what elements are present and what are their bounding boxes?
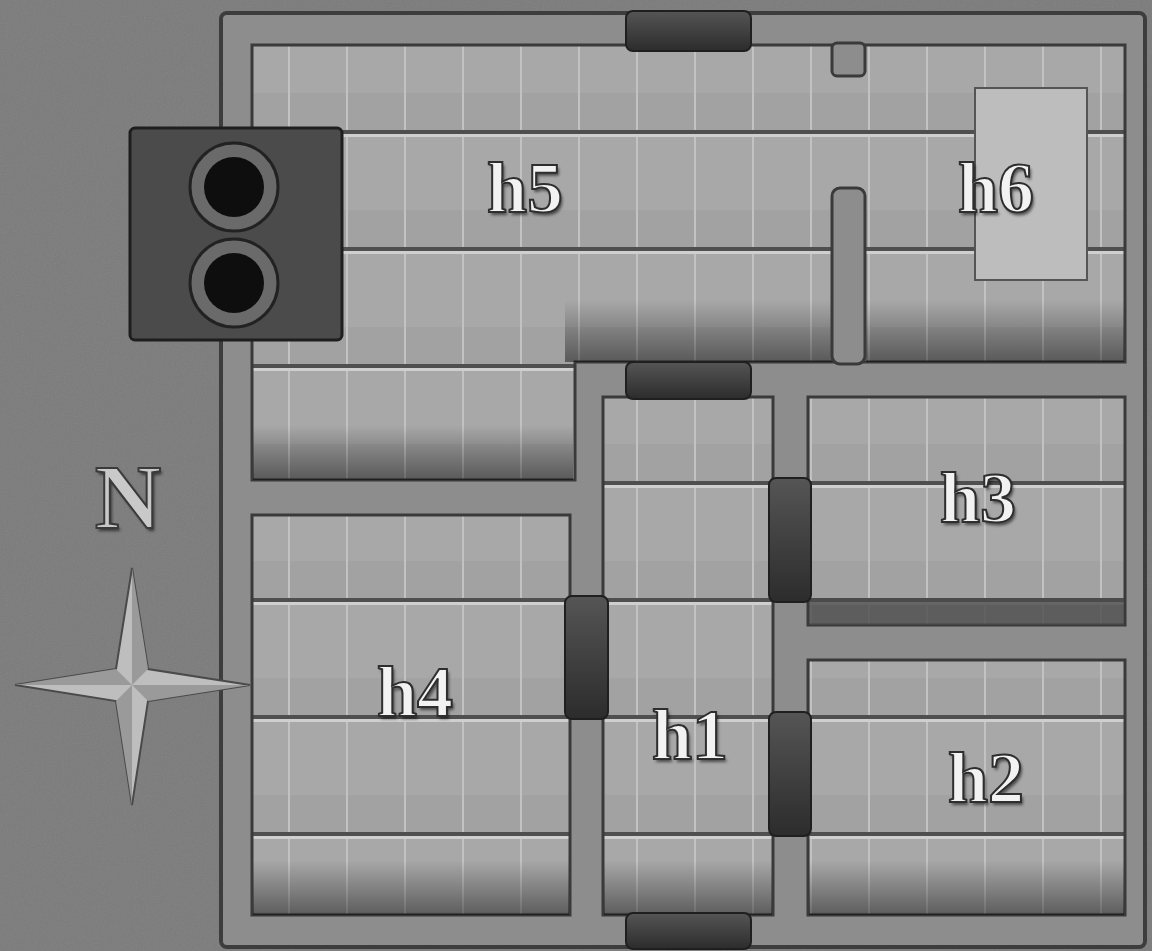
shadow xyxy=(604,860,772,915)
shadow xyxy=(253,860,569,915)
well-block xyxy=(130,128,342,340)
door xyxy=(626,913,751,949)
partial-wall xyxy=(832,188,865,364)
shadow xyxy=(565,300,833,362)
room: h4 xyxy=(371,650,459,734)
room: h5 xyxy=(481,146,569,230)
floor-h2 xyxy=(808,660,1125,915)
building-walls xyxy=(221,13,1145,947)
compass-star xyxy=(15,568,250,805)
shadow xyxy=(866,300,1124,362)
compass-shade xyxy=(15,568,250,805)
compass-letter: N xyxy=(89,445,179,561)
room: h3 xyxy=(934,456,1022,540)
shadow xyxy=(809,598,1124,625)
room: h6 xyxy=(952,146,1040,230)
shadow xyxy=(253,425,573,480)
floor-h1 xyxy=(603,397,773,915)
shadow xyxy=(809,860,1124,915)
door xyxy=(565,596,608,719)
door xyxy=(626,362,751,399)
room: h2 xyxy=(942,736,1030,820)
floor-h3 xyxy=(808,397,1125,625)
room-label: h4 xyxy=(377,656,453,728)
compass-letter: N xyxy=(95,451,173,543)
wall-stub xyxy=(832,43,865,76)
room-label: h6 xyxy=(958,152,1034,224)
door xyxy=(626,11,751,51)
room-label: h5 xyxy=(487,152,563,224)
door xyxy=(769,478,811,602)
floor-h4 xyxy=(252,515,570,915)
room-label: h3 xyxy=(940,462,1016,534)
doors xyxy=(565,11,811,949)
room-label: h1 xyxy=(652,699,728,771)
room-label: h2 xyxy=(948,742,1024,814)
room: h1 xyxy=(646,693,734,777)
door xyxy=(769,712,811,836)
